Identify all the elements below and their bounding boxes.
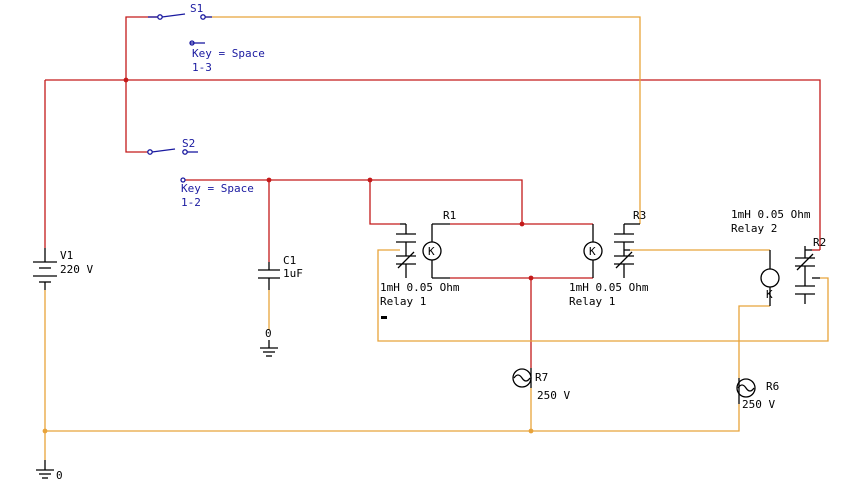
lamp-icon <box>736 378 756 398</box>
ground-symbol <box>36 460 54 479</box>
wire-s1-feed <box>125 16 158 80</box>
wire-main-bus <box>45 79 821 250</box>
label-s1: S1 <box>190 2 203 15</box>
hot-wires <box>44 16 821 368</box>
wire-r6-feed <box>738 305 770 378</box>
relay1-contact-right[interactable] <box>614 223 640 278</box>
wire-s2-feed <box>125 80 148 153</box>
switch-blade <box>161 13 186 18</box>
label-r7-value: 250 V <box>537 389 570 402</box>
switch-terminal <box>147 149 153 155</box>
relay2-coil[interactable]: K <box>760 250 780 306</box>
relay1-contact-left[interactable] <box>396 223 416 278</box>
ground-symbol <box>260 340 278 357</box>
lamp-filament <box>513 374 531 382</box>
label-r6-value: 250 V <box>742 398 775 411</box>
label-c1: C1 <box>283 254 296 267</box>
label-c1-value: 1uF <box>283 267 303 280</box>
label-r3: R3 <box>633 209 646 222</box>
lamp-filament <box>737 384 755 392</box>
switch-s2[interactable] <box>147 148 198 183</box>
wire-contact-loop <box>377 249 829 342</box>
label-relay1a-spec: 1mH 0.05 Ohm <box>380 281 460 294</box>
junction-node <box>528 275 534 281</box>
contact-slash <box>615 251 633 269</box>
key-indicator-dot <box>180 177 186 183</box>
switch-terminal <box>182 149 188 155</box>
coil-label: K <box>589 245 596 258</box>
label-relay1a-name: Relay 1 <box>380 295 426 308</box>
label-ground-v1: 0 <box>56 469 63 482</box>
wire-contact1-top <box>369 180 400 225</box>
lamp-r6[interactable] <box>736 378 756 404</box>
label-s2-key: Key = Space <box>181 182 254 195</box>
switch-terminal <box>200 14 206 20</box>
label-relay2-spec: 1mH 0.05 Ohm <box>731 208 811 221</box>
switch-s1[interactable] <box>148 13 212 46</box>
label-v1: V1 <box>60 249 73 262</box>
label-s2-pos: 1-2 <box>181 196 201 209</box>
label-relay1b-name: Relay 1 <box>569 295 615 308</box>
contact-slash <box>397 251 415 269</box>
relay1-coil-left[interactable]: K <box>422 223 450 279</box>
label-r2: R2 <box>813 236 826 249</box>
switch-blade <box>151 148 176 153</box>
wire-s1-out <box>205 16 641 224</box>
relay2-contact[interactable] <box>795 246 820 304</box>
contact-slash <box>796 253 814 271</box>
wire-ground-bus <box>45 404 740 432</box>
junction-node <box>42 428 48 434</box>
label-relay1b-spec: 1mH 0.05 Ohm <box>569 281 649 294</box>
relay-coil-icon <box>760 268 780 288</box>
label-relay2-name: Relay 2 <box>731 222 777 235</box>
return-wires <box>42 16 829 460</box>
junction-node <box>123 77 129 83</box>
relay1-coil-right[interactable]: K <box>583 224 603 278</box>
junction-node <box>266 177 272 183</box>
cursor-marker <box>381 316 387 319</box>
lamp-r7[interactable] <box>512 368 532 388</box>
label-s1-pos: 1-3 <box>192 61 212 74</box>
label-s2: S2 <box>182 137 195 150</box>
label-s1-key: Key = Space <box>192 47 265 60</box>
label-r6: R6 <box>766 380 779 393</box>
key-indicator-dot <box>189 40 195 46</box>
label-v1-value: 220 V <box>60 263 93 276</box>
label-r7: R7 <box>535 371 548 384</box>
coil-label: K <box>428 245 435 258</box>
wire-s2-out <box>185 179 523 224</box>
junction-node <box>367 177 373 183</box>
junction-node <box>519 221 525 227</box>
battery-v1[interactable] <box>33 248 57 290</box>
label-ground-c1: 0 <box>265 327 272 340</box>
capacitor-c1[interactable] <box>258 262 280 290</box>
switch-terminal <box>157 14 163 20</box>
label-r1: R1 <box>443 209 456 222</box>
junction-node <box>528 428 534 434</box>
